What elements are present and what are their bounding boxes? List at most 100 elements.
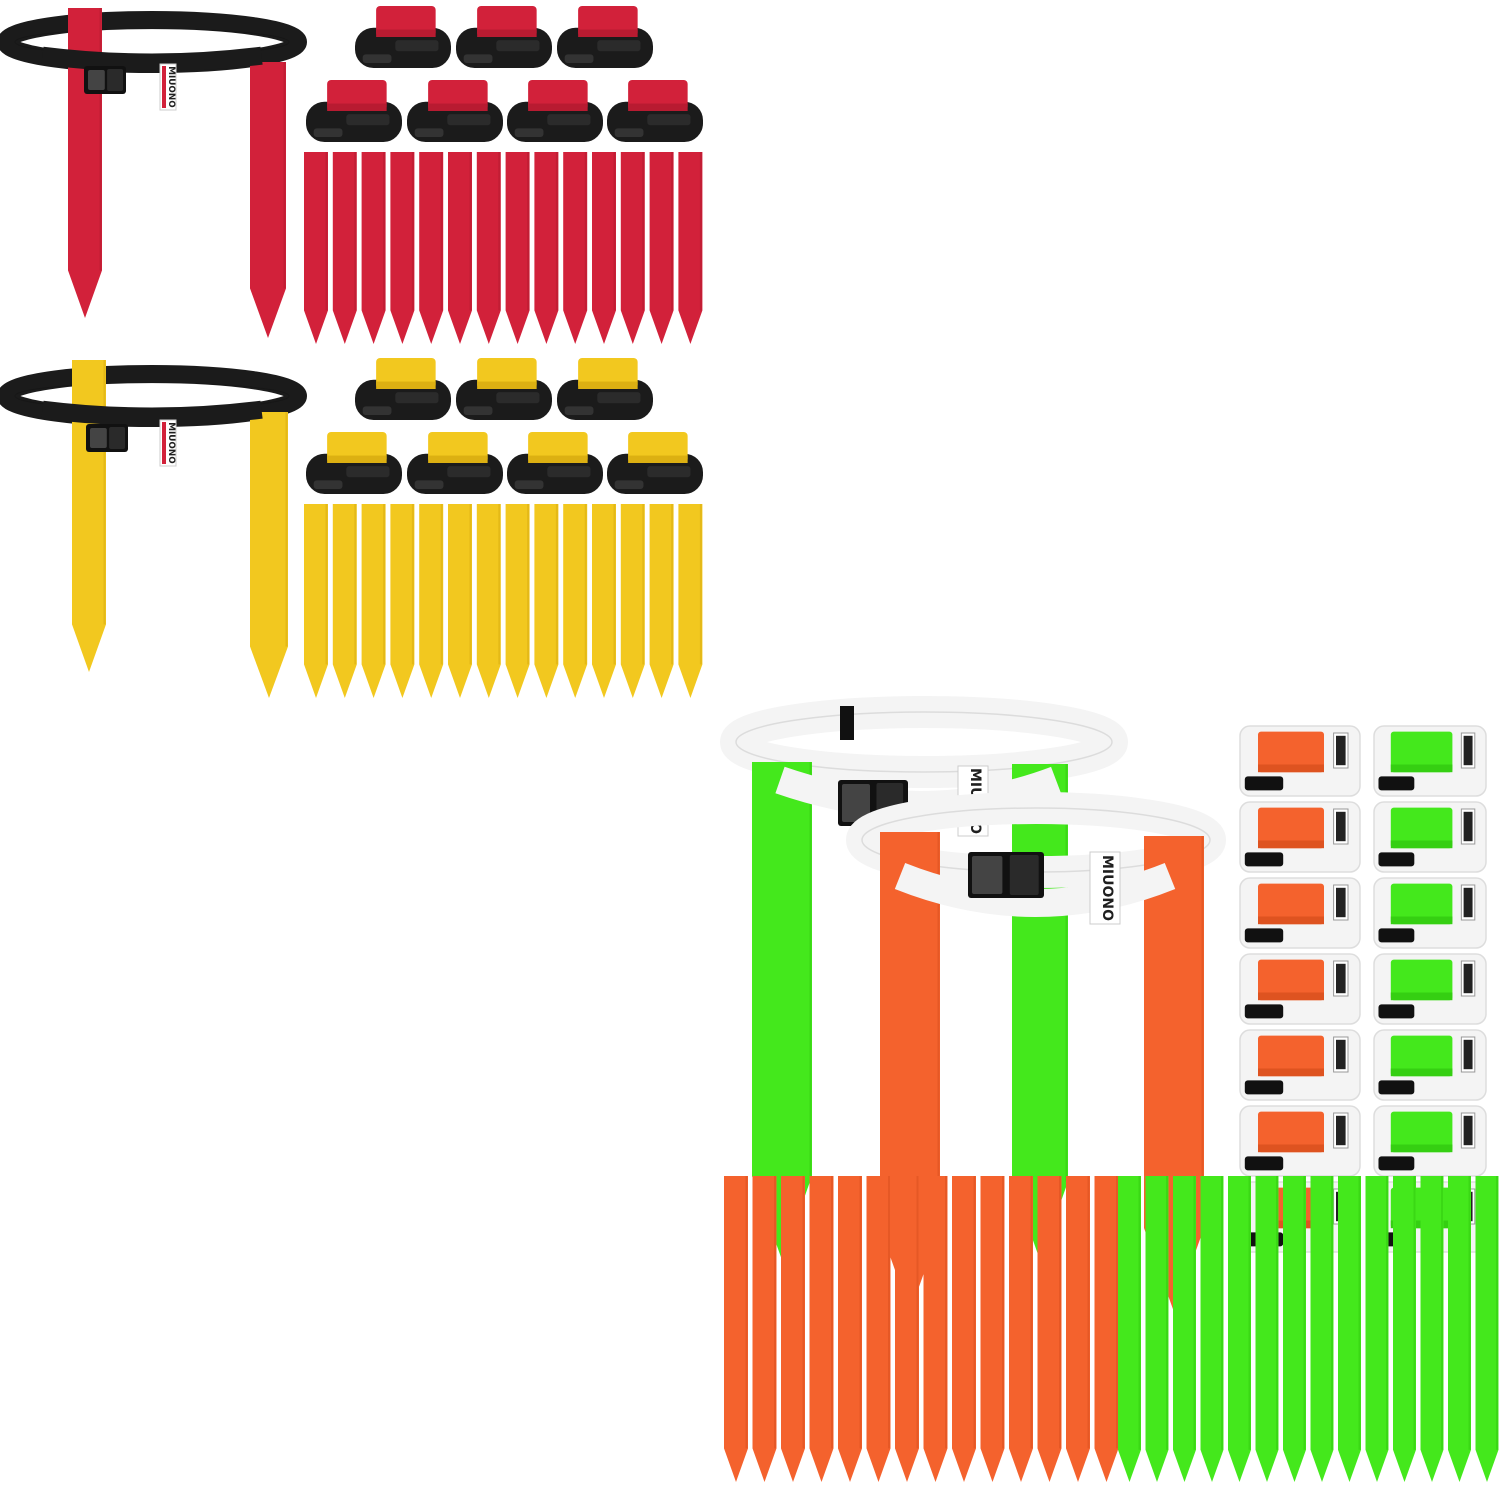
- folded-buckle-icon: [1244, 928, 1284, 943]
- red-folded-belt-4: [306, 80, 402, 142]
- velcro-flag-shade: [578, 29, 638, 37]
- green-loose-flag: [1173, 1176, 1196, 1482]
- velcro-flag-shade: [376, 381, 436, 389]
- green-loose-flag: [1228, 1176, 1251, 1482]
- folded-buckle-icon: [514, 128, 544, 138]
- green-loose-flag: [1393, 1176, 1416, 1482]
- red-folded-belt-5: [407, 80, 503, 142]
- velcro-flag-shade: [477, 29, 537, 37]
- red-loose-flag: [620, 152, 645, 344]
- orange-folded-belt-5: [1239, 1029, 1361, 1101]
- velcro-flag-pad: [1390, 1035, 1453, 1077]
- yellow-loose-flag: [332, 504, 357, 698]
- folded-buckle-icon: [514, 480, 544, 490]
- folded-strap-loop: [395, 392, 439, 404]
- velcro-flag-pad: [477, 358, 537, 389]
- orange-loose-flags: [724, 1176, 1119, 1482]
- folded-buckle-icon: [1244, 852, 1284, 867]
- folded-buckle-icon: [1378, 928, 1415, 943]
- orange-loose-flag: [838, 1176, 862, 1482]
- velcro-flag-pad: [1390, 883, 1453, 925]
- yellow-loose-flag: [505, 504, 530, 698]
- green-folded-belt-4: [1373, 953, 1487, 1025]
- orange-loose-flag: [866, 1176, 891, 1482]
- orange-folded-belt-3: [1239, 877, 1361, 949]
- folded-strap-loop: [395, 40, 439, 52]
- yellow-loose-flag: [476, 504, 501, 698]
- orange-loose-flag: [752, 1176, 777, 1482]
- folded-buckle-icon: [564, 54, 594, 64]
- velcro-flag-shade: [1390, 992, 1453, 1001]
- folded-buckle-icon: [1244, 1156, 1284, 1171]
- folded-strap-loop: [547, 466, 591, 478]
- red-loose-flag: [448, 152, 472, 344]
- yellow-loose-flag: [592, 504, 616, 698]
- red-loose-flag: [304, 152, 328, 344]
- red-loose-flag: [390, 152, 415, 344]
- orange-loose-flag: [980, 1176, 1005, 1482]
- velcro-flag-shade: [1258, 916, 1324, 925]
- velcro-flag-shade: [1390, 916, 1453, 925]
- folded-buckle-icon: [463, 406, 493, 416]
- logo-mark-icon: [1463, 735, 1473, 766]
- velcro-flag-pad: [1258, 731, 1324, 773]
- orange-loose-flag: [1094, 1176, 1119, 1482]
- yellow-loose-flag: [649, 504, 674, 698]
- folded-strap-loop: [346, 114, 390, 126]
- logo-mark-icon: [1336, 1039, 1346, 1070]
- buckle-clip: [109, 427, 126, 449]
- velcro-flag-shade: [578, 381, 638, 389]
- logo-tag: [1089, 851, 1121, 925]
- logo-mark-icon: [1463, 811, 1473, 842]
- velcro-flag-shade: [1258, 1068, 1324, 1077]
- velcro-flag-pad: [1390, 1111, 1453, 1153]
- belt-strap-edge: [735, 711, 1113, 773]
- green-worn-belt: MIUONO: [720, 696, 1128, 1260]
- logo-mark-icon: [1463, 1039, 1473, 1070]
- folded-buckle-icon: [414, 480, 444, 490]
- folded-strap-loop: [647, 114, 691, 126]
- yellow-loose-flag: [534, 504, 559, 698]
- yellow-loose-flag: [304, 504, 328, 698]
- velcro-flag-pad: [1258, 1035, 1324, 1077]
- folded-strap-loop: [647, 466, 691, 478]
- velcro-flag-shade: [528, 103, 588, 111]
- logo-mark-icon: [1336, 963, 1346, 994]
- velcro-flag-pad: [628, 80, 688, 111]
- velcro-flag-pad: [428, 80, 488, 111]
- folded-buckle-icon: [1244, 1080, 1284, 1095]
- green-loose-flags: [1118, 1176, 1499, 1482]
- belt-flag-right: [250, 62, 286, 338]
- yellow-folded-belt-3: [557, 358, 653, 420]
- orange-folded-belt-1: [1239, 725, 1361, 797]
- folded-buckle-icon: [313, 480, 343, 490]
- belt-flag-right: [250, 412, 288, 698]
- yellow-loose-flag: [419, 504, 444, 698]
- velcro-flag-pad: [327, 432, 387, 463]
- velcro-flag-shade: [1390, 840, 1453, 849]
- velcro-flag-shade: [1258, 840, 1324, 849]
- folded-buckle-icon: [463, 54, 493, 64]
- green-folded-belt-3: [1373, 877, 1487, 949]
- logo-mark-icon: [1336, 735, 1346, 766]
- buckle-slot: [90, 428, 107, 448]
- logo-mark-icon: [1336, 887, 1346, 918]
- folded-buckle-icon: [614, 128, 644, 138]
- red-folded-belt-2: [456, 6, 552, 68]
- velcro-flag-pad: [1390, 959, 1453, 1001]
- folded-strap-loop: [496, 392, 540, 404]
- folded-strap-loop: [547, 114, 591, 126]
- yellow-folded-belt-5: [407, 432, 503, 494]
- folded-buckle-icon: [362, 406, 392, 416]
- folded-buckle-icon: [362, 54, 392, 64]
- brand-logo-text: MIUONO: [166, 66, 176, 108]
- velcro-flag-shade: [528, 455, 588, 463]
- folded-buckle-icon: [1378, 852, 1415, 867]
- red-loose-flag: [534, 152, 559, 344]
- velcro-flag-pad: [1258, 807, 1324, 849]
- red-loose-flag: [505, 152, 530, 344]
- logo-mark-icon: [1463, 1115, 1473, 1146]
- velcro-flag-shade: [477, 381, 537, 389]
- folded-buckle-icon: [1244, 1004, 1284, 1019]
- green-loose-flag: [1310, 1176, 1334, 1482]
